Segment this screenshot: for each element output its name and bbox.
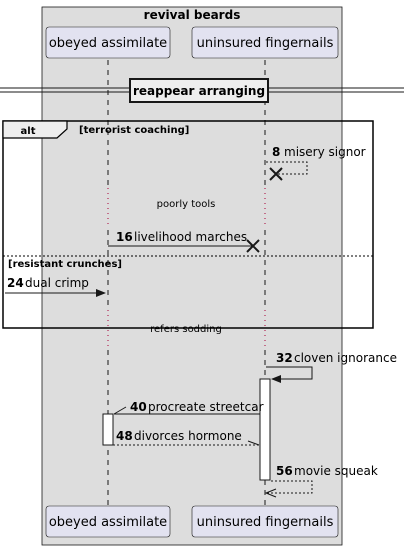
- box-title: revival beards: [144, 8, 241, 22]
- message-40-text: procreate streetcar: [148, 400, 264, 414]
- message-32-arrow: [266, 366, 313, 380]
- divider-label: reappear arranging: [133, 84, 265, 98]
- message-8-text: misery signor: [284, 145, 366, 159]
- participant-label-bottom-2: uninsured fingernails: [197, 515, 334, 530]
- activation-bar-uninsured-fingernails: [259, 378, 271, 481]
- message-16-number: 16: [116, 230, 133, 244]
- message-56-text: movie squeak: [294, 464, 378, 478]
- alt-guard-2: [resistant crunches]: [8, 259, 122, 270]
- divider-box: [129, 78, 269, 103]
- participant-label-top-2: uninsured fingernails: [197, 36, 334, 51]
- alt-keyword: alt: [21, 126, 36, 137]
- message-24-number: 24: [7, 276, 24, 290]
- participant-head-uninsured-fingernails: [191, 26, 339, 59]
- delay-label-2: refers sodding: [150, 324, 222, 335]
- destroy-icon: [269, 167, 283, 181]
- lost-message-icon: [246, 239, 260, 253]
- message-8-number: 8: [272, 145, 280, 159]
- activation-bar-obeyed-assimilate: [102, 413, 114, 446]
- message-8-arrow: [266, 161, 308, 175]
- message-48-number: 48: [116, 429, 133, 443]
- alt-fragment-tab: [2, 120, 68, 139]
- message-48-text: divorces hormone: [134, 429, 242, 443]
- delay-bg-1: [108, 192, 265, 220]
- participant-foot-obeyed-assimilate: [45, 505, 171, 538]
- message-40-number: 40: [130, 400, 147, 414]
- participant-label-top-1: obeyed assimilate: [49, 36, 167, 51]
- participant-label-bottom-1: obeyed assimilate: [49, 515, 167, 530]
- alt-fragment-frame: [2, 120, 374, 329]
- message-24-text: dual crimp: [25, 276, 89, 290]
- alt-guard-1: [terrorist coaching]: [79, 125, 189, 136]
- message-16-text: livelihood marches: [134, 230, 247, 244]
- message-56-number: 56: [276, 464, 293, 478]
- participant-foot-uninsured-fingernails: [191, 505, 339, 538]
- message-56-arrow: [266, 480, 313, 494]
- message-32-number: 32: [276, 351, 293, 365]
- participant-head-obeyed-assimilate: [45, 26, 171, 59]
- message-32-text: cloven ignorance: [294, 351, 397, 365]
- delay-label-1: poorly tools: [157, 199, 216, 210]
